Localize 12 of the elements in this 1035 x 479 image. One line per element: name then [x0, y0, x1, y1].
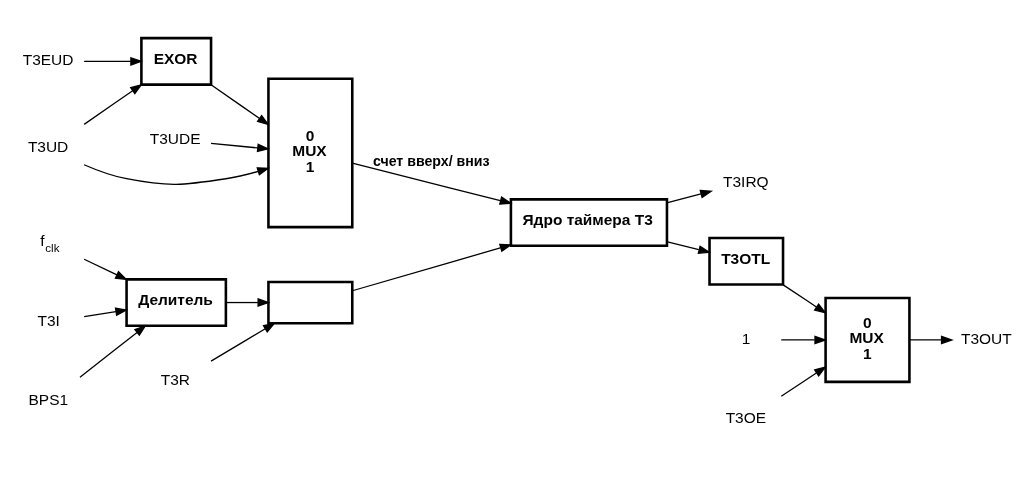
- node-text: f$_{clk}$: [39, 231, 59, 254]
- node-text: BPS1: [28, 390, 68, 408]
- node-text: T3I: [37, 311, 60, 329]
- node-text: T3IRQ: [722, 172, 769, 190]
- node-text: T3OUT: [960, 329, 1012, 347]
- edge-label: счет вверх/ вниз: [372, 152, 490, 169]
- node-text: T3R: [160, 370, 190, 388]
- node-text: T3OE: [725, 408, 766, 426]
- node-text: T3EUD: [22, 50, 73, 68]
- node-text: T3UDE: [149, 129, 200, 147]
- node-text: 1: [741, 329, 750, 347]
- node-text: T3UD: [27, 137, 68, 155]
